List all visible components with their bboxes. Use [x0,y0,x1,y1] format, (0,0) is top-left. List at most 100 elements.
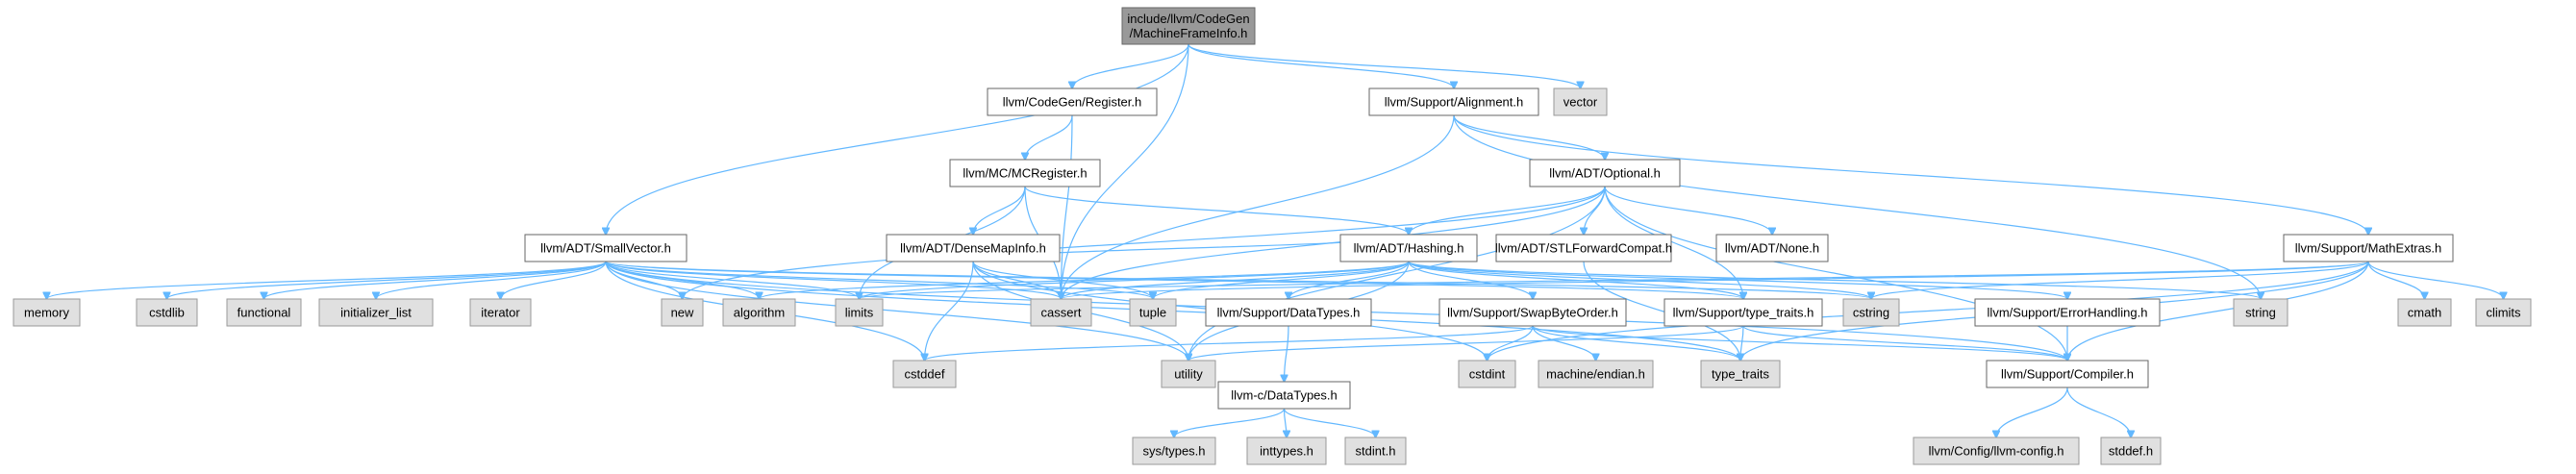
edge-typetraits_h-to-compiler [1742,325,2067,361]
edge-alignment-to-cassert [1062,114,1455,299]
node-label-swapbyteorder: llvm/Support/SwapByteOrder.h [1447,306,1618,320]
node-label-optional: llvm/ADT/Optional.h [1549,166,1661,181]
node-inttypes: inttypes.h [1246,437,1327,465]
edge-cdatatypes-to-systypes [1174,408,1286,437]
edge-hashing-to-swapbyteorder [1408,261,1533,299]
node-mcregister[interactable]: llvm/MC/MCRegister.h [949,159,1101,187]
node-label-cmath: cmath [2408,306,2441,320]
node-box-stdint [1344,437,1407,465]
node-densemapinfo[interactable]: llvm/ADT/DenseMapInfo.h [886,234,1061,262]
edge-register-to-mcregister [1025,114,1073,160]
node-label-smallvector: llvm/ADT/SmallVector.h [540,241,671,256]
node-root[interactable]: include/llvm/CodeGen/MachineFrameInfo.h [1121,7,1256,45]
edge-hashing-to-string [1408,261,2261,299]
node-cstdlib: cstdlib [136,298,198,327]
node-label-vector: vector [1563,95,1598,110]
node-box-optional [1529,159,1681,187]
node-box-mcregister [949,159,1101,187]
node-box-cmath [2397,298,2452,327]
node-box-compiler [1986,360,2149,388]
node-smallvector[interactable]: llvm/ADT/SmallVector.h [524,234,688,262]
node-label-string: string [2245,306,2276,320]
node-label-stdint: stdint.h [1356,444,1396,459]
node-algorithm: algorithm [722,298,796,327]
node-datatypes[interactable]: llvm/Support/DataTypes.h [1205,298,1372,327]
node-cmath: cmath [2397,298,2452,327]
node-box-cassert [1030,298,1092,327]
node-box-typetraits_h [1663,298,1823,327]
edge-swapbyteorder-to-type_traits [1532,325,1740,361]
node-hashing[interactable]: llvm/ADT/Hashing.h [1339,234,1478,262]
edge-compiler-to-stddef [2066,387,2131,437]
node-box-alignment [1368,87,1539,116]
node-label-datatypes: llvm/Support/DataTypes.h [1217,306,1361,320]
node-cstdint: cstdint [1458,360,1516,388]
node-alignment[interactable]: llvm/Support/Alignment.h [1368,87,1539,116]
node-label-cdatatypes: llvm-c/DataTypes.h [1231,388,1338,403]
edge-mathextras-to-compiler [2067,261,2369,361]
edge-typetraits_h-to-type_traits [1740,325,1743,361]
node-iterator: iterator [469,298,532,327]
edge-smallvector-to-cstdlib [167,261,607,299]
node-tuple: tuple [1129,298,1177,327]
node-label-climits: climits [2486,306,2521,320]
node-label-densemapinfo: llvm/ADT/DenseMapInfo.h [900,241,1046,256]
node-functional: functional [226,298,302,327]
node-box-densemapinfo [886,234,1061,262]
edge-smallvector-to-utility [605,261,1188,361]
node-box-limits [835,298,884,327]
dependency-edges [47,43,2504,437]
node-box-root [1121,7,1256,45]
node-new: new [661,298,704,327]
node-label-type_traits: type_traits [1712,367,1769,382]
edge-cdatatypes-to-stdint [1283,408,1376,437]
node-none[interactable]: llvm/ADT/None.h [1715,234,1829,262]
edge-alignment-to-string [1453,114,2261,299]
node-label-functional: functional [238,306,291,320]
node-cassert: cassert [1030,298,1092,327]
node-swapbyteorder[interactable]: llvm/Support/SwapByteOrder.h [1438,298,1627,327]
node-label-algorithm: algorithm [734,306,785,320]
node-label-mcregister: llvm/MC/MCRegister.h [963,166,1087,181]
edge-datatypes-to-cdatatypes [1285,325,1289,382]
node-compiler[interactable]: llvm/Support/Compiler.h [1986,360,2149,388]
node-label-new: new [671,306,694,320]
edge-root-to-alignment [1188,43,1454,88]
node-endian: machine/endian.h [1538,360,1654,388]
node-label-inttypes: inttypes.h [1260,444,1313,459]
edge-hashing-to-datatypes [1288,261,1410,299]
edge-smallvector-to-memory [47,261,607,299]
node-box-stddef [2100,437,2162,465]
node-box-swapbyteorder [1438,298,1627,327]
edge-cdatatypes-to-inttypes [1285,408,1288,437]
node-label-tuple: tuple [1139,306,1166,320]
node-label-iterator: iterator [481,306,520,320]
node-box-functional [226,298,302,327]
node-label-cstring: cstring [1853,306,1889,320]
node-label-systypes: sys/types.h [1142,444,1205,459]
node-mathextras[interactable]: llvm/Support/MathExtras.h [2283,234,2454,262]
node-utility: utility [1161,360,1216,388]
edge-hashing-to-tuple [1153,261,1410,299]
node-label-memory: memory [24,306,69,320]
node-register[interactable]: llvm/CodeGen/Register.h [987,87,1158,116]
edge-densemapinfo-to-cstddef [925,261,974,361]
node-box-stlforward [1495,234,1672,262]
edge-swapbyteorder-to-cstddef [925,325,1534,361]
node-label-utility: utility [1174,367,1203,382]
node-box-initializer_list [318,298,434,327]
node-cdatatypes[interactable]: llvm-c/DataTypes.h [1217,381,1351,410]
node-errorhandling[interactable]: llvm/Support/ErrorHandling.h [1974,298,2161,327]
edge-mcregister-to-hashing [1024,186,1409,235]
node-label-cstddef: cstddef [905,367,945,382]
node-optional[interactable]: llvm/ADT/Optional.h [1529,159,1681,187]
node-box-type_traits [1700,360,1781,388]
edge-optional-to-new [683,186,1606,299]
node-climits: climits [2475,298,2532,327]
edge-mathextras-to-cstdint [1488,261,2369,361]
node-stlforward[interactable]: llvm/ADT/STLForwardCompat.h [1495,234,1672,262]
edge-swapbyteorder-to-cstdint [1488,325,1534,361]
edge-smallvector-to-cassert [605,261,1062,299]
node-box-cstdint [1458,360,1516,388]
node-typetraits_h[interactable]: llvm/Support/type_traits.h [1663,298,1823,327]
